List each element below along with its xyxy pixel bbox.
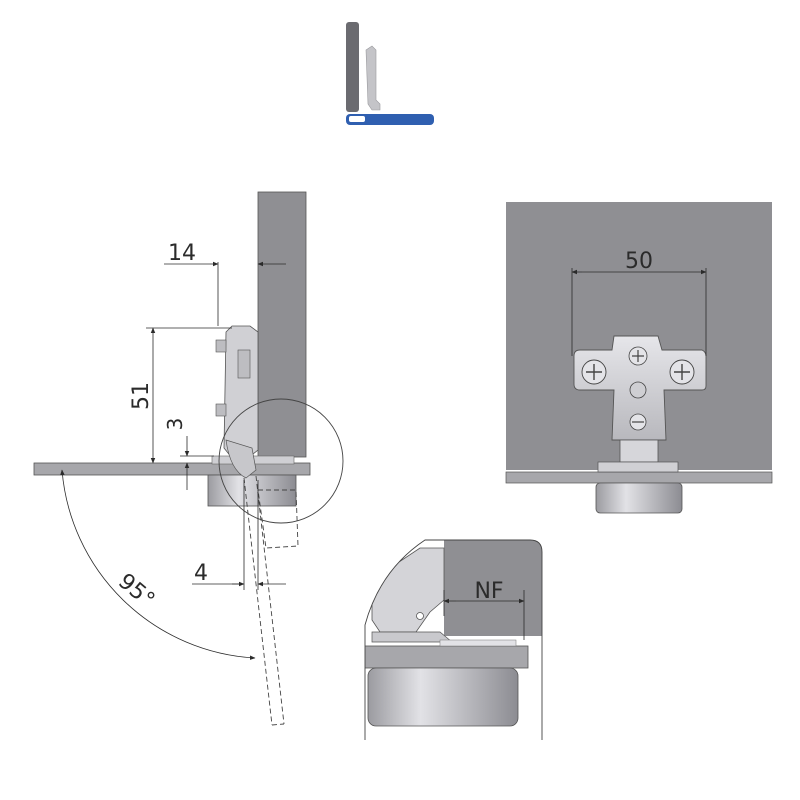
front-door-edge xyxy=(505,471,773,484)
door-panel xyxy=(33,462,311,476)
plate-screw-left-slot xyxy=(586,364,602,380)
opened-door-outline xyxy=(243,475,299,726)
detail-door xyxy=(365,645,529,669)
dim-label-nf: NF xyxy=(474,579,503,604)
dim-label-gap: 3 xyxy=(163,418,187,431)
plate-adjust-screw-top-slot xyxy=(632,350,644,362)
dim-label-overlay: 4 xyxy=(194,561,208,586)
hinge-arm-screw-top xyxy=(215,339,227,353)
front-view: 50 xyxy=(505,202,773,514)
dim-label-screw-spacing: 50 xyxy=(625,249,653,274)
hinge-arm-screw-bottom xyxy=(215,403,227,417)
hinge-arm-adjuster xyxy=(237,349,251,379)
detail-view: NF xyxy=(364,539,543,740)
hinge-cup xyxy=(207,474,297,507)
dim-label-cup-height: 51 xyxy=(129,382,154,410)
cup-flange-front xyxy=(597,461,679,473)
side-view: 14 51 3 4 95° xyxy=(33,191,344,726)
plate-pin xyxy=(629,381,647,399)
detail-view-outline xyxy=(364,539,543,740)
icon-hinge-arm xyxy=(365,45,381,111)
hinge-overlay-type-icon xyxy=(346,22,434,125)
icon-side-panel xyxy=(346,22,359,112)
detail-cup xyxy=(367,667,519,727)
detail-cup-flange xyxy=(439,639,517,647)
cabinet-side-panel xyxy=(257,191,307,458)
detail-side-panel xyxy=(444,540,542,636)
hinge-arm-front xyxy=(619,439,659,463)
dim-label-door-offset: 14 xyxy=(168,241,196,266)
hinge-arm xyxy=(223,325,259,459)
icon-door-plate xyxy=(346,114,434,125)
icon-door-plate-highlight xyxy=(349,116,365,122)
cup-front xyxy=(595,482,683,514)
dim-label-angle: 95° xyxy=(113,569,159,613)
detail-callout-circle xyxy=(218,398,344,524)
detail-hinge-pin xyxy=(416,612,424,620)
plate-screw-right-slot xyxy=(674,364,690,380)
